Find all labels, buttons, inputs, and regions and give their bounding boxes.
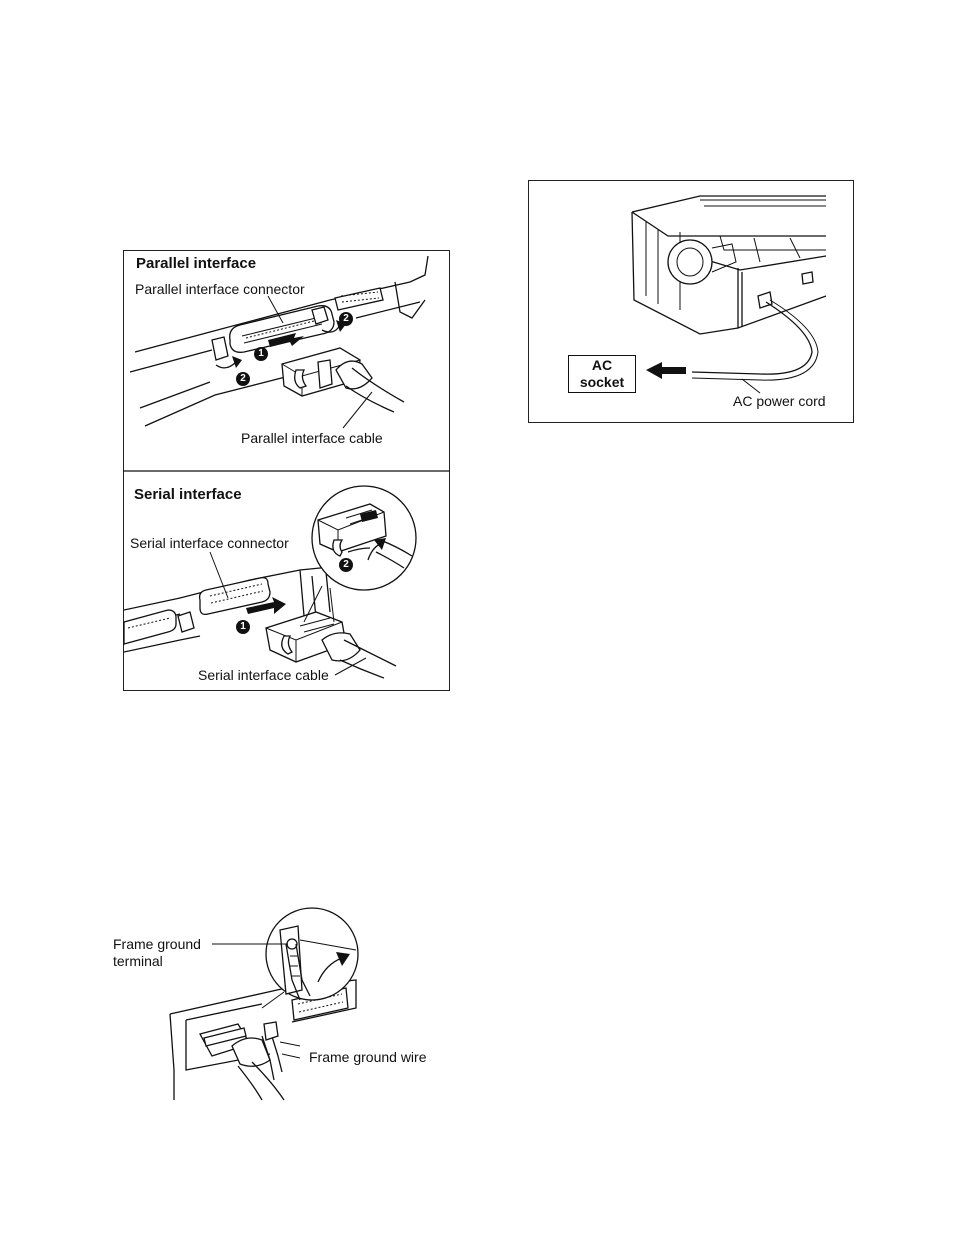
frame-ground-terminal-label-line1: Frame ground [113, 936, 201, 953]
frame-ground-wire-label: Frame ground wire [309, 1049, 427, 1066]
frame-ground-terminal-label-line2: terminal [113, 953, 163, 970]
